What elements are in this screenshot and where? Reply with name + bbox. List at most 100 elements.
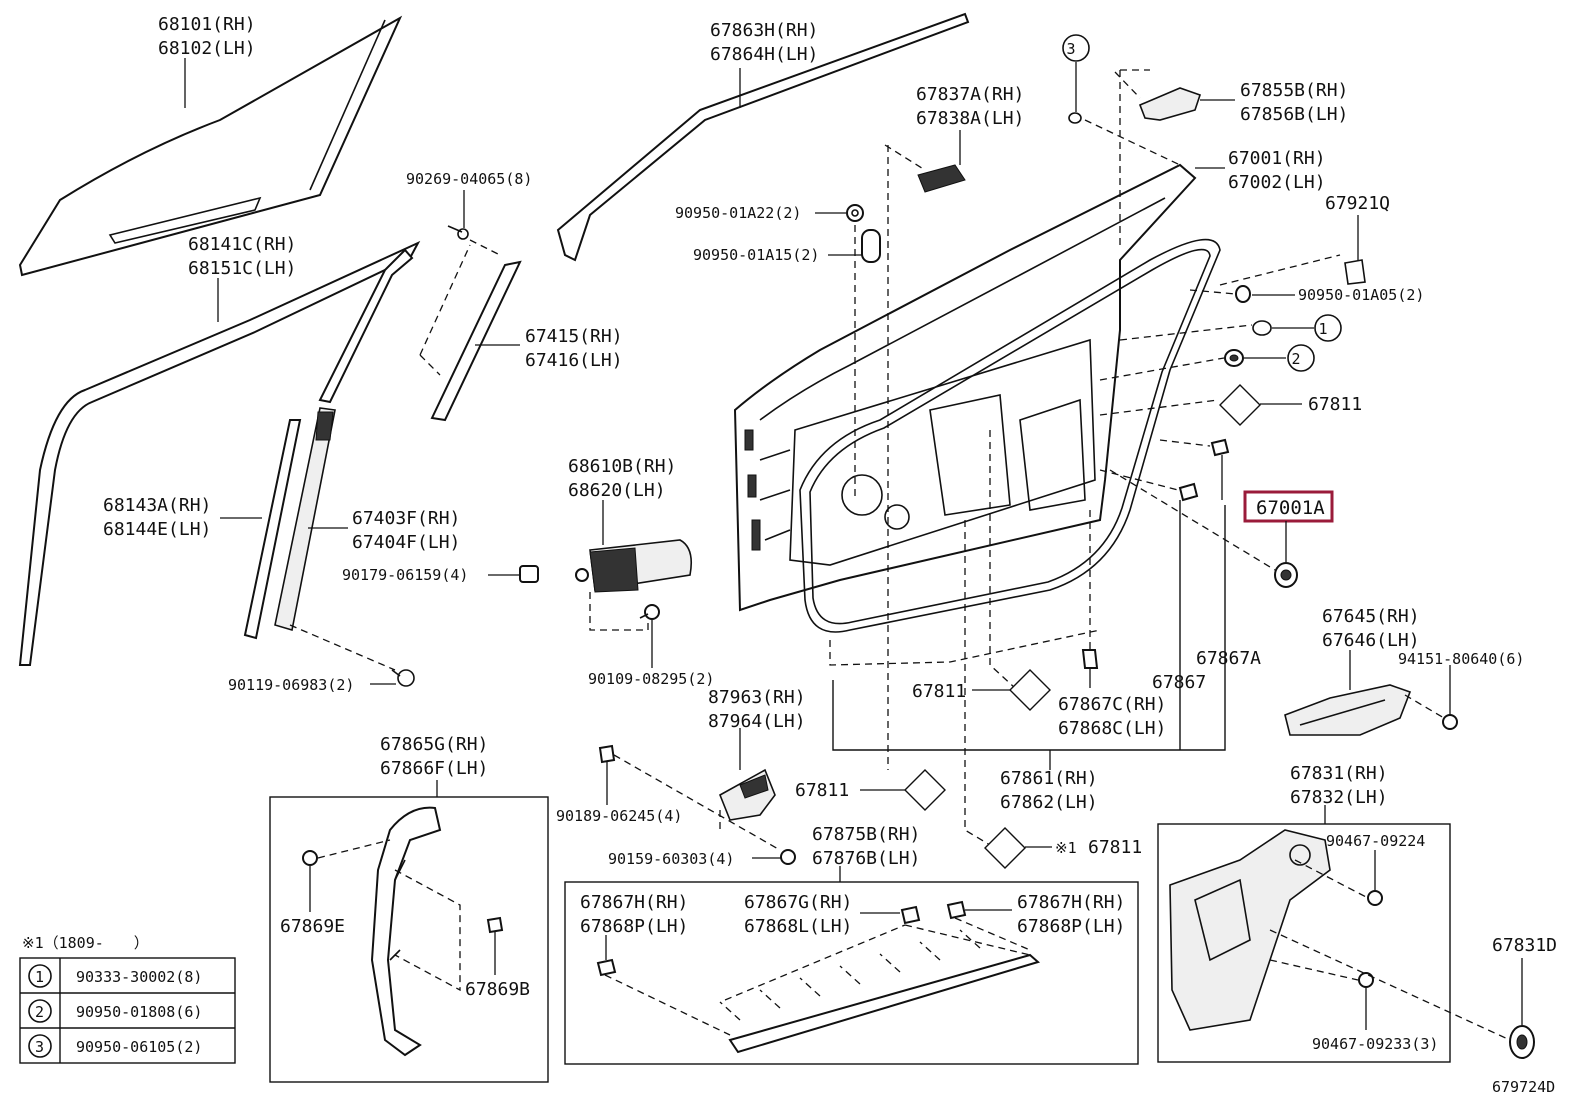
door-hinge [575, 539, 693, 593]
part-67831D-icon [1509, 1025, 1535, 1059]
dash-01A05 [1189, 289, 1237, 295]
label-67867C: 67867C(RH) [1058, 694, 1166, 715]
dash-screw [289, 624, 396, 671]
dash-67921Q [1219, 254, 1341, 286]
label-68620: 68620(LH) [568, 480, 666, 501]
circle-3-text: 3 [1066, 40, 1075, 58]
label-67876: 67876B(LH) [812, 848, 920, 869]
dash-vert-3 [964, 520, 991, 846]
circle-marker-3 [1062, 34, 1090, 62]
dash-67869E [317, 839, 391, 859]
label-67864: 67864H(LH) [710, 44, 818, 65]
plug-1 [1252, 320, 1272, 336]
dash-hinge [589, 592, 649, 631]
dash-67001A [1109, 469, 1276, 571]
label-67875: 67875B(RH) [812, 824, 920, 845]
label-67415: 67415(RH) [525, 326, 623, 347]
label-67867: 67867 [1152, 672, 1206, 693]
label-67811-3: 67811 [795, 780, 849, 801]
label-67862: 67862(LH) [1000, 792, 1098, 813]
label-67921Q: 67921Q [1325, 193, 1390, 214]
clip-67867 [1178, 482, 1199, 502]
label-90269: 90269-04065(8) [406, 170, 532, 188]
plug-01A05 [1235, 285, 1251, 303]
label-67863: 67863H(RH) [710, 20, 818, 41]
label-90159: 90159-60303(4) [608, 850, 734, 868]
dash-67867A [1159, 439, 1211, 447]
dash-67869B [394, 869, 461, 992]
label-note-mark: ※1 [1055, 839, 1077, 857]
nut-icon [519, 565, 539, 583]
label-67837: 67837A(RH) [916, 84, 1024, 105]
nut-94151 [1442, 714, 1458, 730]
clip-67867H-left [596, 958, 617, 977]
label-run-rh: 68141C(RH) [188, 234, 296, 255]
legend-table [19, 957, 236, 1064]
label-67868P-right: 67868P(LH) [1017, 916, 1125, 937]
clip-67867G [900, 905, 921, 925]
label-glass-rh: 68101(RH) [158, 14, 256, 35]
dash-molding [419, 239, 501, 376]
weatherstrip-bracket [832, 505, 1226, 751]
dash-90189 [613, 754, 781, 851]
dash-rocker [604, 917, 1031, 1036]
label-67869E: 67869E [280, 916, 345, 937]
bolt-icon-2 [639, 604, 660, 620]
note-title: ※1（1809- ） [22, 934, 149, 952]
label-67645: 67645(RH) [1322, 606, 1420, 627]
weatherstrip-inner [809, 248, 1211, 625]
legend-num-2: 2 [35, 1003, 44, 1021]
label-87964: 87964(LH) [708, 711, 806, 732]
door-lock-assembly [1169, 829, 1331, 1031]
upper-molding [556, 12, 970, 262]
label-67867H-left: 67867H(RH) [580, 892, 688, 913]
label-67832: 67832(LH) [1290, 787, 1388, 808]
label-67811-1: 67811 [1308, 394, 1362, 415]
label-67855: 67855B(RH) [1240, 80, 1348, 101]
label-90179: 90179-06159(4) [342, 566, 468, 584]
screw-90467b [1358, 972, 1374, 988]
dash-rocker-clips [719, 929, 981, 1021]
label-run-lh: 68151C(LH) [188, 258, 296, 279]
label-90189: 90189-06245(4) [556, 807, 682, 825]
circle-marker-2 [1287, 344, 1315, 372]
clip-67869B [486, 916, 504, 934]
clip-90159 [780, 849, 796, 865]
clip-90189 [598, 744, 616, 764]
clip-67867C [1081, 649, 1099, 669]
plug-3 [1068, 112, 1082, 124]
label-90109: 90109-08295(2) [588, 670, 714, 688]
circle-2-text: 2 [1291, 350, 1300, 368]
pad-67811-2 [1009, 669, 1051, 711]
label-67868L: 67868L(LH) [744, 916, 852, 937]
window-glass [18, 15, 403, 277]
legend-num-3: 3 [35, 1038, 44, 1056]
dash-door [1119, 69, 1150, 250]
division-bar [243, 407, 336, 640]
label-87963: 87963(RH) [708, 687, 806, 708]
plug-icon [846, 204, 864, 222]
label-90467b: 90467-09233(3) [1312, 1035, 1438, 1053]
label-67867A: 67867A [1196, 648, 1261, 669]
access-panel [1284, 684, 1412, 736]
label-glass-lh: 68102(LH) [158, 38, 256, 59]
label-frame-lh: 67404F(LH) [352, 532, 460, 553]
label-div-lh: 68144E(LH) [103, 519, 211, 540]
check-box [1157, 823, 1451, 1063]
door-lock-striker [1138, 87, 1202, 121]
label-67868C: 67868C(LH) [1058, 718, 1166, 739]
dash-67837 [884, 144, 926, 171]
dash-c1 [1119, 324, 1253, 341]
label-01A05: 90950-01A05(2) [1298, 286, 1424, 304]
circle-1-text: 1 [1318, 320, 1327, 338]
label-67869B: 67869B [465, 979, 530, 1000]
pad-67811-1 [1219, 384, 1261, 426]
bolt-icon [391, 669, 415, 687]
figure-id: 679724D [1492, 1078, 1555, 1096]
label-div-rh: 68143A(RH) [103, 495, 211, 516]
clip-67867H-right [946, 900, 967, 920]
legend-part-1: 90333-30002(8) [76, 968, 202, 986]
label-67001: 67001(RH) [1228, 148, 1326, 169]
label-94151: 94151-80640(6) [1398, 650, 1524, 668]
legend-part-3: 90950-06105(2) [76, 1038, 202, 1056]
